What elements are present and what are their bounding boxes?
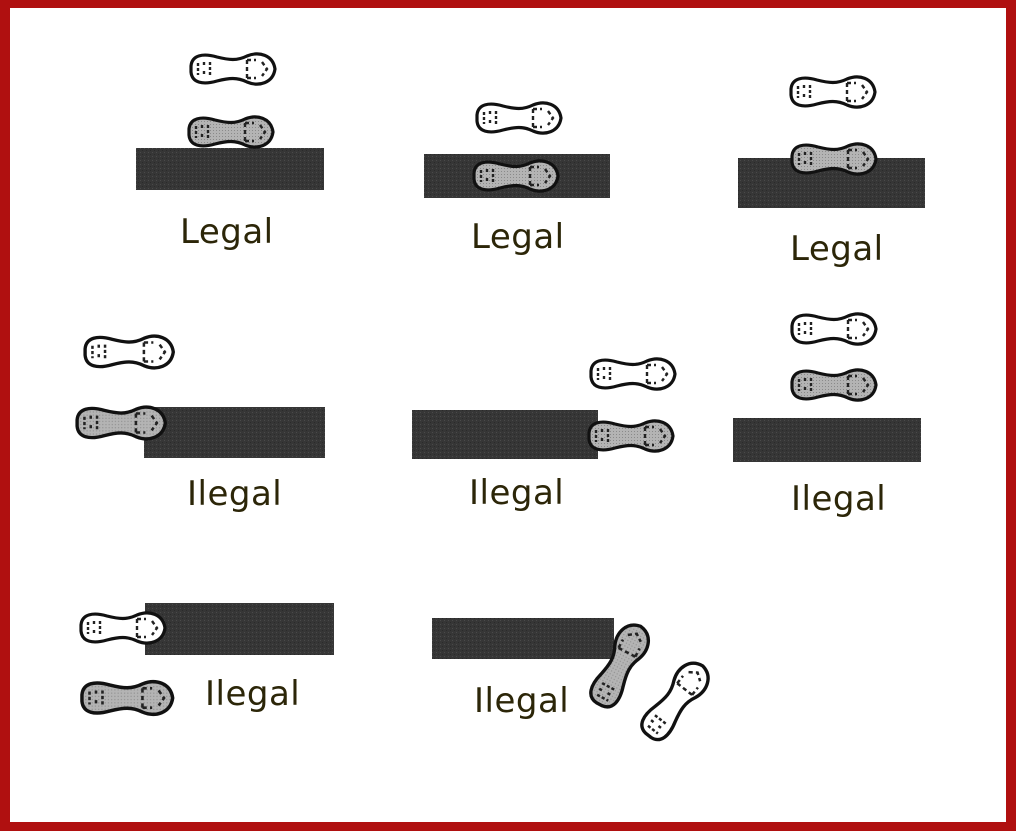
label-illegal-1: Ilegal [187, 477, 282, 511]
shaded-shoe-icon [82, 682, 173, 715]
shaded-shoe-icon [474, 161, 558, 191]
outline-shoe-icon [792, 314, 876, 344]
outline-shoe-icon [81, 613, 165, 643]
outline-shoe-icon [85, 336, 173, 368]
panel-illegal-3 [733, 314, 921, 462]
outline-shoe-icon [191, 54, 275, 84]
shaded-shoe-icon [589, 421, 673, 451]
board [145, 603, 334, 655]
shaded-shoe-icon [792, 144, 876, 174]
outline-shoe-icon [477, 103, 561, 133]
shaded-shoe-icon [77, 407, 165, 439]
label-legal-3: Legal [790, 232, 884, 266]
board [412, 410, 598, 459]
outline-shoe-icon [791, 77, 875, 107]
label-illegal-3: Ilegal [791, 482, 886, 516]
board [432, 618, 614, 659]
label-illegal-4: Ilegal [205, 677, 300, 711]
panel-illegal-2 [412, 359, 675, 459]
label-illegal-2: Ilegal [469, 476, 564, 510]
outline-shoe-icon [636, 656, 715, 745]
board [733, 418, 921, 462]
panel-illegal-1 [77, 336, 325, 458]
shaded-shoe-icon [792, 370, 876, 400]
outline-shoe-icon [591, 359, 675, 389]
panel-legal-1 [136, 54, 324, 190]
board [144, 407, 325, 458]
label-legal-1: Legal [180, 215, 274, 249]
label-legal-2: Legal [471, 220, 565, 254]
panel-legal-3 [738, 77, 925, 208]
label-illegal-5: Ilegal [474, 684, 569, 718]
shaded-shoe-icon [189, 117, 273, 147]
panel-legal-2 [424, 103, 610, 198]
board [136, 148, 324, 190]
